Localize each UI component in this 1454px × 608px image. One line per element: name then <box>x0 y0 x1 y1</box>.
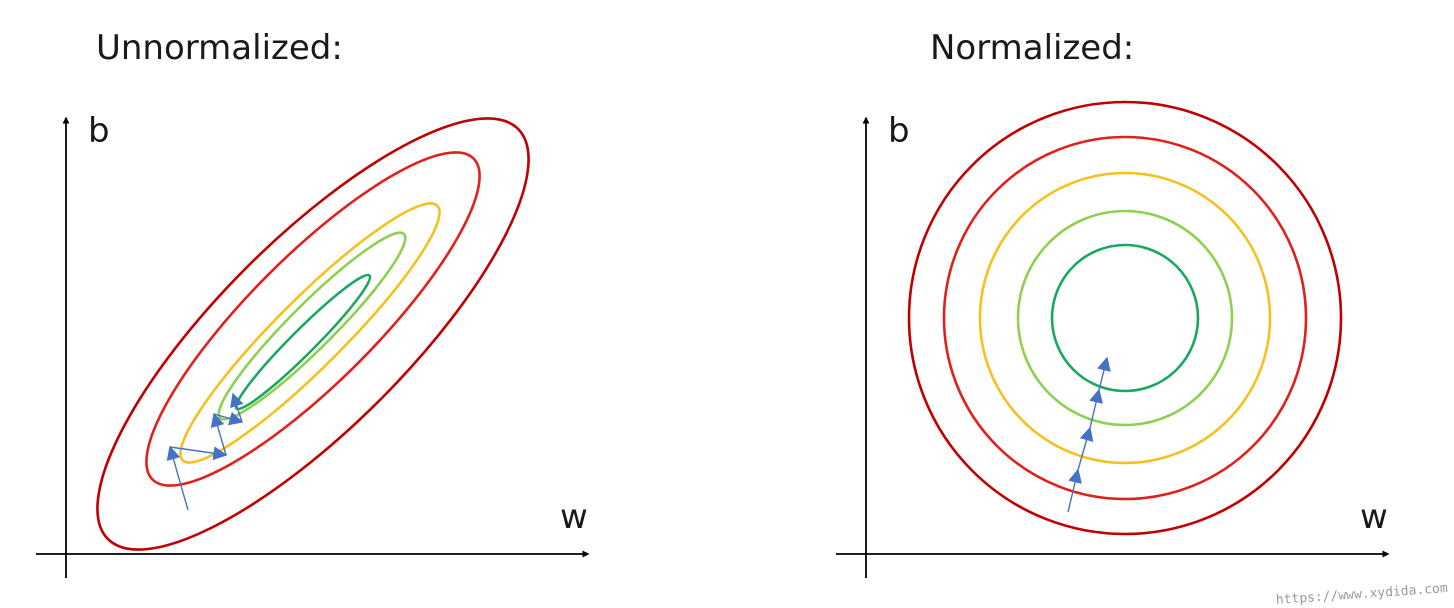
left-y-axis-label: b <box>88 111 110 151</box>
right-step-3 <box>1089 388 1103 429</box>
left-step-5 <box>230 392 244 423</box>
right-x-axis-label: w <box>1360 497 1388 537</box>
left-x-axis-label: w <box>560 497 588 537</box>
left-step-1 <box>166 445 189 511</box>
left-axes: b w <box>36 111 590 578</box>
left-step-3 <box>210 412 227 456</box>
left-contour-inner <box>234 273 372 411</box>
left-descent-path <box>166 392 244 511</box>
left-panel: b w <box>36 111 590 578</box>
left-contour-second <box>145 151 481 487</box>
right-descent-path <box>1067 356 1111 513</box>
left-contour-third <box>179 202 441 464</box>
right-panel: b w <box>836 100 1390 578</box>
left-step-2 <box>169 446 228 461</box>
right-step-1 <box>1067 468 1082 513</box>
right-step-2 <box>1077 426 1094 471</box>
left-panel-title: Unnormalized: <box>96 28 343 68</box>
right-contour-third <box>978 171 1272 465</box>
right-y-axis-label: b <box>888 111 910 151</box>
right-step-4 <box>1097 356 1111 391</box>
right-axes: b w <box>836 111 1390 578</box>
left-contour-outer <box>96 117 530 551</box>
left-step-4 <box>213 411 244 426</box>
left-contours <box>96 117 530 551</box>
right-contour-inner <box>1050 243 1200 393</box>
right-contours <box>907 100 1343 536</box>
right-panel-title: Normalized: <box>930 28 1135 68</box>
right-contour-outer <box>907 100 1343 536</box>
right-contour-second <box>942 135 1308 501</box>
right-contour-fourth <box>1016 209 1234 427</box>
